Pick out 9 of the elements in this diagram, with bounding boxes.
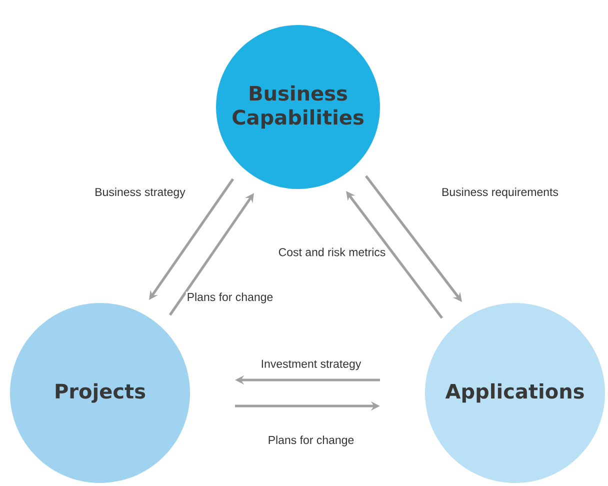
edge-label: Plans for change [186, 292, 274, 304]
edge-label: Business requirements [440, 186, 560, 200]
edge-label: Investment strategy [260, 358, 362, 372]
circle-node: Applications [425, 303, 605, 483]
edge-label: Cost and risk metrics [277, 246, 387, 258]
circle-node: Business Capabilities [216, 25, 380, 189]
edge-label: Plans for change [266, 434, 356, 448]
edge-label: Business strategy [94, 186, 186, 200]
circle-node: Projects [10, 303, 190, 483]
